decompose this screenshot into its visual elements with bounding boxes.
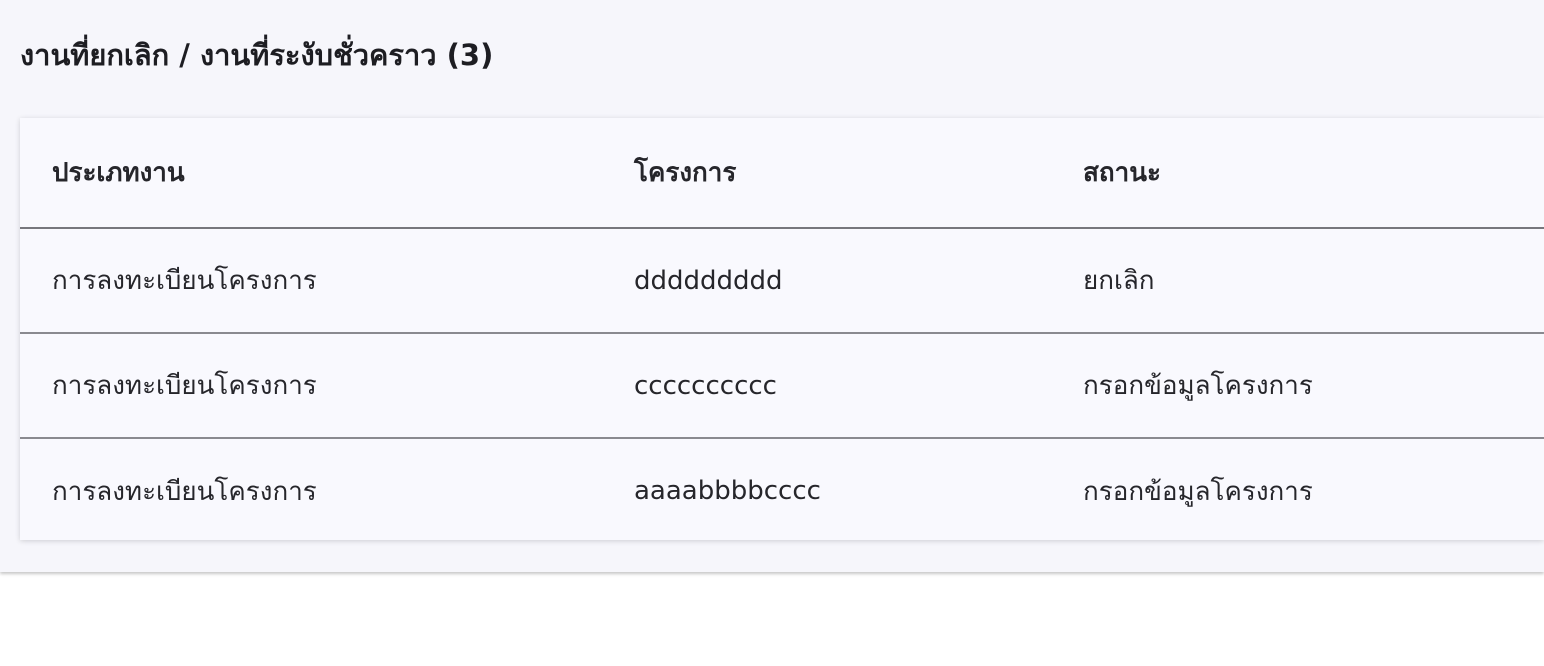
jobs-table-card: ประเภทงาน โครงการ สถานะ การลงทะเบียนโครง… xyxy=(20,118,1544,540)
column-header-project[interactable]: โครงการ xyxy=(614,118,1063,229)
cell-project: ddddddddd xyxy=(614,228,1063,334)
cell-type: การลงทะเบียนโครงการ xyxy=(20,333,614,439)
cell-type: การลงทะเบียนโครงการ xyxy=(20,228,614,334)
cell-project: cccccccccc xyxy=(614,333,1063,439)
table-header: ประเภทงาน โครงการ สถานะ xyxy=(20,118,1544,229)
jobs-table: ประเภทงาน โครงการ สถานะ การลงทะเบียนโครง… xyxy=(20,118,1544,543)
cell-status: กรอกข้อมูลโครงการ xyxy=(1063,333,1544,439)
cancelled-suspended-panel: งานที่ยกเลิก / งานที่ระงับชั่วคราว (3) ป… xyxy=(20,38,1544,540)
table-header-row: ประเภทงาน โครงการ สถานะ xyxy=(20,118,1544,229)
table-body: การลงทะเบียนโครงการ ddddddddd ยกเลิก การ… xyxy=(20,228,1544,543)
table-row[interactable]: การลงทะเบียนโครงการ ddddddddd ยกเลิก xyxy=(20,228,1544,334)
table-row[interactable]: การลงทะเบียนโครงการ cccccccccc กรอกข้อมู… xyxy=(20,333,1544,439)
cell-status: ยกเลิก xyxy=(1063,228,1544,334)
cell-type: การลงทะเบียนโครงการ xyxy=(52,476,317,507)
cell-status: กรอกข้อมูลโครงการ xyxy=(1083,476,1313,507)
section-title: งานที่ยกเลิก / งานที่ระงับชั่วคราว (3) xyxy=(20,38,494,72)
column-header-status[interactable]: สถานะ xyxy=(1063,118,1544,229)
column-header-type[interactable]: ประเภทงาน xyxy=(20,118,614,229)
table-row[interactable]: การลงทะเบียนโครงการ aaaabbbbcccc กรอกข้อ… xyxy=(20,438,1544,543)
cell-project: aaaabbbbcccc xyxy=(634,476,821,506)
